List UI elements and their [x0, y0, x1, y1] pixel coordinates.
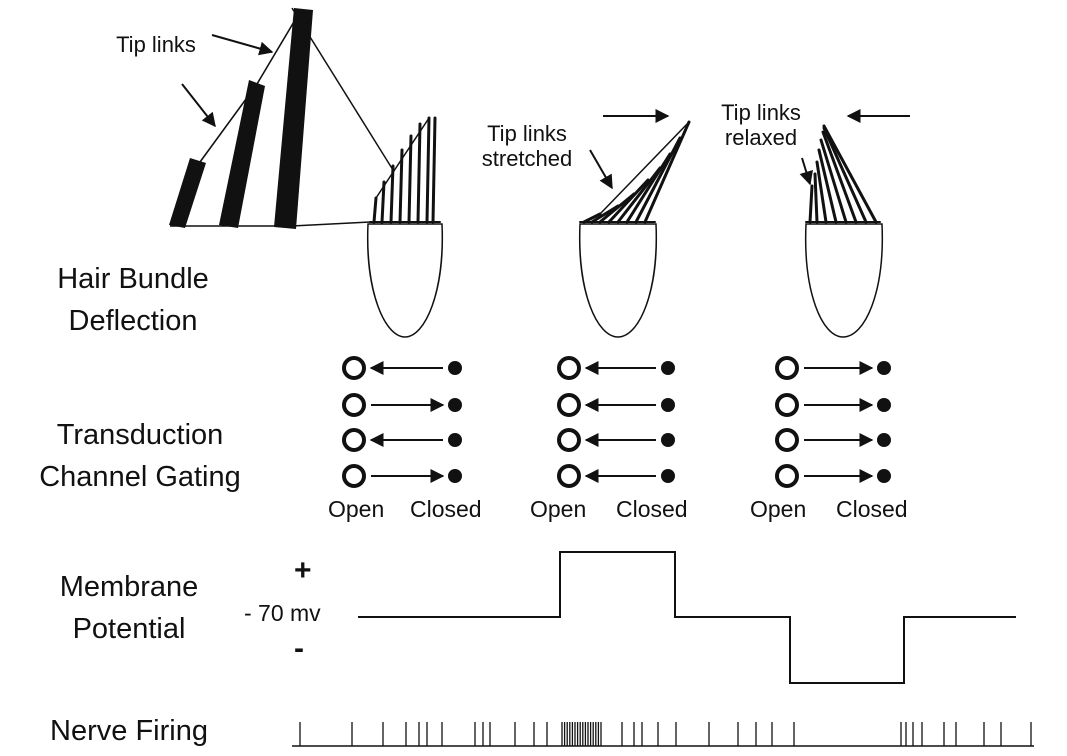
open-channel-icon [775, 428, 799, 452]
open-channel-icon [557, 428, 581, 452]
membrane-potential-trace [358, 551, 1016, 684]
panel-3-closed-label: Closed [836, 496, 908, 522]
tip-links-arrow-1 [181, 83, 216, 128]
membrane-plus-sign: + [294, 554, 312, 587]
hair-bundle-deflected-left [805, 124, 881, 224]
panel-2-closed-label: Closed [616, 496, 688, 522]
closed-channel-icon [661, 433, 675, 447]
closed-channel-icon [661, 361, 675, 375]
magnified-stereocilia [169, 7, 394, 229]
tip-links-label: Tip links [116, 32, 196, 57]
closed-channel-icon [448, 469, 462, 483]
panel-3-open-label: Open [750, 496, 807, 522]
closed-channel-icon [877, 469, 891, 483]
stretched-tip-link [599, 121, 690, 215]
channel-gating-panels [342, 356, 891, 488]
closed-channel-icon [877, 361, 891, 375]
open-channel-icon [557, 393, 581, 417]
open-channel-icon [775, 356, 799, 380]
nerve-firing-trace [292, 722, 1034, 747]
open-channel-icon [775, 393, 799, 417]
closed-channel-icon [661, 398, 675, 412]
tip-links-stretched-label: Tip links stretched [481, 121, 573, 171]
hair-cell-body [366, 223, 444, 338]
closed-channel-icon [661, 469, 675, 483]
nerve-firing-label: Nerve Firing [50, 715, 208, 747]
closed-channel-icon [448, 433, 462, 447]
panel-1-closed-label: Closed [410, 496, 482, 522]
hair-cell-body [804, 223, 884, 338]
open-channel-icon [342, 393, 366, 417]
tip-link-inset-2 [256, 9, 302, 85]
open-channel-icon [557, 464, 581, 488]
hair-cell-inhibitory [804, 124, 884, 338]
hair-bundle-deflection-label: Hair Bundle Deflection [57, 263, 209, 337]
panel-2-open-label: Open [530, 496, 587, 522]
stretched-label-arrow [589, 149, 613, 190]
hair-cell-rest [366, 116, 444, 338]
hair-bundle-deflected-right [579, 120, 691, 224]
stereocilium-medium [219, 80, 265, 228]
closed-channel-icon [877, 433, 891, 447]
stereocilium-tall [274, 8, 313, 229]
hair-bundle-upright [369, 116, 441, 224]
open-channel-icon [342, 464, 366, 488]
closed-channel-icon [448, 361, 462, 375]
tip-links-relaxed-label: Tip links relaxed [721, 100, 801, 150]
panel-1-open-label: Open [328, 496, 385, 522]
open-channel-icon [342, 356, 366, 380]
membrane-minus-sign: - [294, 632, 304, 665]
open-channel-icon [775, 464, 799, 488]
hair-cell-body [578, 223, 658, 338]
stereocilium-short [169, 158, 206, 228]
open-channel-icon [557, 356, 581, 380]
hair-cell-excitatory [578, 120, 691, 338]
tip-links-arrow-2 [211, 34, 274, 56]
closed-channel-icon [448, 398, 462, 412]
transduction-channel-gating-label: Transduction Channel Gating [39, 419, 241, 493]
membrane-potential-label: Membrane Potential [59, 571, 199, 645]
open-channel-icon [342, 428, 366, 452]
tip-link-line [375, 117, 430, 199]
closed-channel-icon [877, 398, 891, 412]
tip-link-inset-1 [199, 83, 258, 163]
resting-potential-label: - 70 mv [244, 600, 321, 626]
relaxed-label-arrow [799, 157, 813, 186]
